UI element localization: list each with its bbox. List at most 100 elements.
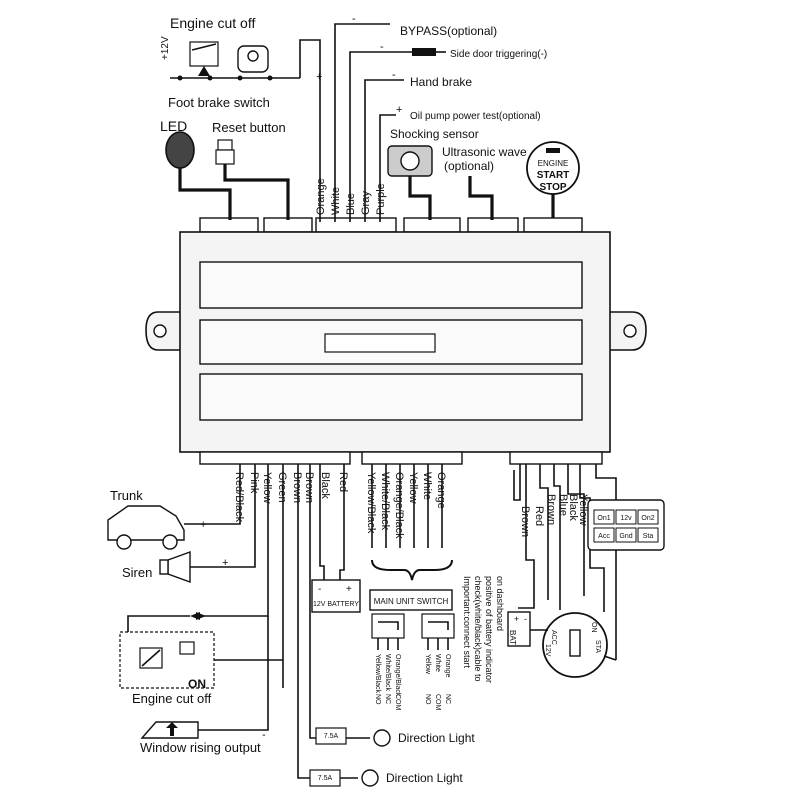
start-stop-connector xyxy=(523,217,583,233)
foot-brake-switch-icon xyxy=(189,41,219,67)
ultrasonic-label-2: (optional) xyxy=(444,159,494,173)
bottom-wire-label: Pink xyxy=(248,472,260,494)
direction-light-icon xyxy=(373,729,391,747)
direction-light-label: Direction Light xyxy=(386,771,463,785)
svg-text:NO: NO xyxy=(424,694,431,705)
led-connector xyxy=(199,217,259,233)
important-note: Important:connect start check(white/blac… xyxy=(462,576,505,683)
main-unit-switch-label: MAIN UNIT SWITCH xyxy=(374,597,449,606)
svg-text:+: + xyxy=(396,104,402,116)
svg-text:-: - xyxy=(524,614,527,624)
top-wire-label: White xyxy=(330,187,342,215)
svg-text:Orange: Orange xyxy=(444,654,451,677)
svg-text:positive of battery indicator: positive of battery indicator xyxy=(484,576,494,683)
bottom-wire-label: Yellow xyxy=(577,494,589,525)
svg-text:+: + xyxy=(200,519,206,531)
main-unit xyxy=(145,217,647,465)
siren-label: Siren xyxy=(122,565,152,580)
svg-text:STA: STA xyxy=(594,640,601,653)
bottom-wire-label: Brown xyxy=(303,472,315,503)
direction-light-group: 7.5A Direction Light 7.5A Direction Ligh… xyxy=(309,727,475,787)
ignition-switch: ACC 12V ON STA xyxy=(542,612,617,678)
foot-brake-group: Engine cut off +12V Foot brake switch + xyxy=(160,15,322,222)
connector-pin: On2 xyxy=(641,515,654,522)
ignition-connector: On1 12v On2 Acc Gnd Sta xyxy=(587,499,665,551)
bottom-wire-label: Yellow/Black xyxy=(365,472,377,534)
bottom-wire-label: White xyxy=(421,472,433,500)
bottom-wire-label: Yellow xyxy=(407,472,419,503)
bat-group: + - BAT xyxy=(507,611,548,647)
led-icon xyxy=(165,131,195,169)
ultrasonic-group: Ultrasonic wave (optional) xyxy=(442,145,527,220)
bottom-right-connector xyxy=(509,451,603,465)
window-rising-group: Window rising output xyxy=(140,616,269,755)
svg-text:START: START xyxy=(537,170,570,181)
bottom-wire-label: Orange xyxy=(435,472,447,509)
shocking-sensor-group: Shocking sensor xyxy=(387,127,479,220)
bottom-middle-connector xyxy=(361,451,463,465)
bottom-wire-label: Green xyxy=(276,472,288,503)
svg-text:-: - xyxy=(392,69,396,81)
bottom-wire-label: Black xyxy=(319,472,331,499)
svg-text:+: + xyxy=(222,557,228,569)
engine-cut-off-bottom-label: Engine cut off xyxy=(132,691,212,706)
sensor-connector xyxy=(403,217,461,233)
engine-cut-off-top-label: Engine cut off xyxy=(170,15,255,31)
bottom-left-connector xyxy=(199,451,351,465)
svg-text:NO: NO xyxy=(374,694,381,705)
reset-button-group: Reset button xyxy=(212,120,290,220)
shocking-sensor-label: Shocking sensor xyxy=(390,127,479,141)
top-option-wires: - BYPASS(optional) - Side door triggerin… xyxy=(334,13,547,222)
svg-text:12V: 12V xyxy=(544,644,551,657)
svg-text:-: - xyxy=(380,41,384,53)
bottom-wire-label: Red xyxy=(337,472,349,492)
top-wire-label: Orange xyxy=(315,178,327,215)
battery-icon xyxy=(311,579,361,613)
connector-pin: 12v xyxy=(620,515,632,522)
bottom-wire-label: Red/Black xyxy=(233,472,245,523)
bottom-wire-label: Brown xyxy=(519,506,531,537)
svg-text:ACC: ACC xyxy=(550,630,557,645)
svg-text:STOP: STOP xyxy=(539,182,566,193)
reset-button-label: Reset button xyxy=(212,120,286,135)
trunk-group: Trunk xyxy=(107,488,206,550)
svg-text:BAT: BAT xyxy=(508,630,517,645)
direction-light-label: Direction Light xyxy=(398,731,475,745)
bypass-label: BYPASS(optional) xyxy=(400,24,497,38)
led-label: LED xyxy=(160,118,187,134)
bottom-right-wire-labels: Brown Red Brown Blue Black Yellow xyxy=(519,494,589,537)
svg-text:ON: ON xyxy=(590,622,597,633)
window-rising-label: Window rising output xyxy=(140,740,261,755)
svg-text:-: - xyxy=(262,729,266,741)
hand-brake-label: Hand brake xyxy=(410,75,472,89)
svg-text:Orange/Black: Orange/Black xyxy=(394,654,401,697)
svg-text:on dashboard: on dashboard xyxy=(495,576,505,631)
bottom-wire-label: Brown xyxy=(291,472,303,503)
switch-wire-labels: Yellow/Black White/Black Orange/Black NO… xyxy=(374,654,451,711)
battery-group: - + 12V BATTERY xyxy=(311,579,361,613)
engine-cut-off-bottom-group: ON Engine cut off xyxy=(119,612,283,706)
top-wire-label: Purple xyxy=(375,183,387,215)
main-unit-switch-box xyxy=(369,589,453,611)
connector-pin: On1 xyxy=(597,515,610,522)
svg-text:Yellow/Black: Yellow/Black xyxy=(374,654,381,694)
svg-text:-: - xyxy=(352,13,356,25)
svg-text:NC: NC xyxy=(384,694,391,704)
svg-text:+: + xyxy=(346,584,352,595)
bottom-wire-label: Brown xyxy=(545,494,557,525)
bottom-wire-label: Black xyxy=(567,494,579,521)
svg-text:Yellow: Yellow xyxy=(424,654,431,675)
top-wire-label: Gray xyxy=(360,191,372,215)
svg-text:NC: NC xyxy=(444,694,451,704)
wire-connector-top xyxy=(315,217,397,233)
top-wire-label: Blue xyxy=(345,193,357,215)
bottom-wire-label: White/Black xyxy=(379,472,391,531)
svg-text:7.5A: 7.5A xyxy=(318,775,333,782)
reset-button-icon xyxy=(217,139,233,151)
svg-text:White/Black: White/Black xyxy=(384,654,391,691)
connector-pin: Acc xyxy=(598,533,610,540)
siren-icon xyxy=(167,551,191,583)
direction-light-icon xyxy=(361,769,379,787)
plus-12v-label: +12V xyxy=(160,36,171,60)
